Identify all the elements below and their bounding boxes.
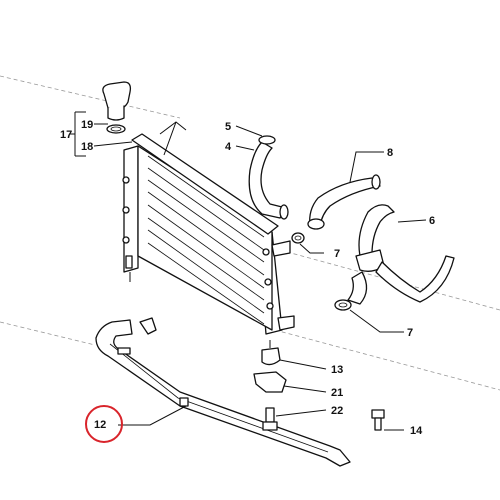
label-13: 13 [331, 364, 343, 376]
label-18: 18 [81, 141, 93, 153]
hose-4 [248, 135, 289, 220]
label-17: 17 [60, 129, 72, 141]
label-5: 5 [225, 121, 231, 133]
bracket-21 [253, 371, 287, 393]
label-7-upper: 7 [334, 248, 340, 260]
mount-13 [261, 340, 281, 366]
label-22: 22 [331, 405, 343, 417]
bolt-22 [262, 407, 278, 431]
label-6: 6 [429, 215, 435, 227]
clamp-7-lower [334, 299, 352, 311]
clamp-7-upper [291, 232, 305, 244]
label-8: 8 [387, 147, 393, 159]
label-7-lower: 7 [407, 327, 413, 339]
label-19: 19 [81, 119, 93, 131]
label-4: 4 [225, 141, 232, 153]
highlight-circle [85, 405, 123, 443]
leader-lines [70, 111, 427, 431]
label-14: 14 [410, 425, 423, 437]
bolt-14 [371, 409, 385, 431]
filler-cap [102, 81, 132, 134]
hose-6 [347, 204, 455, 305]
hose-8 [307, 174, 381, 230]
label-12: 12 [94, 419, 106, 431]
label-21: 21 [331, 387, 343, 399]
crossmember [95, 317, 351, 467]
radiator [122, 121, 295, 335]
